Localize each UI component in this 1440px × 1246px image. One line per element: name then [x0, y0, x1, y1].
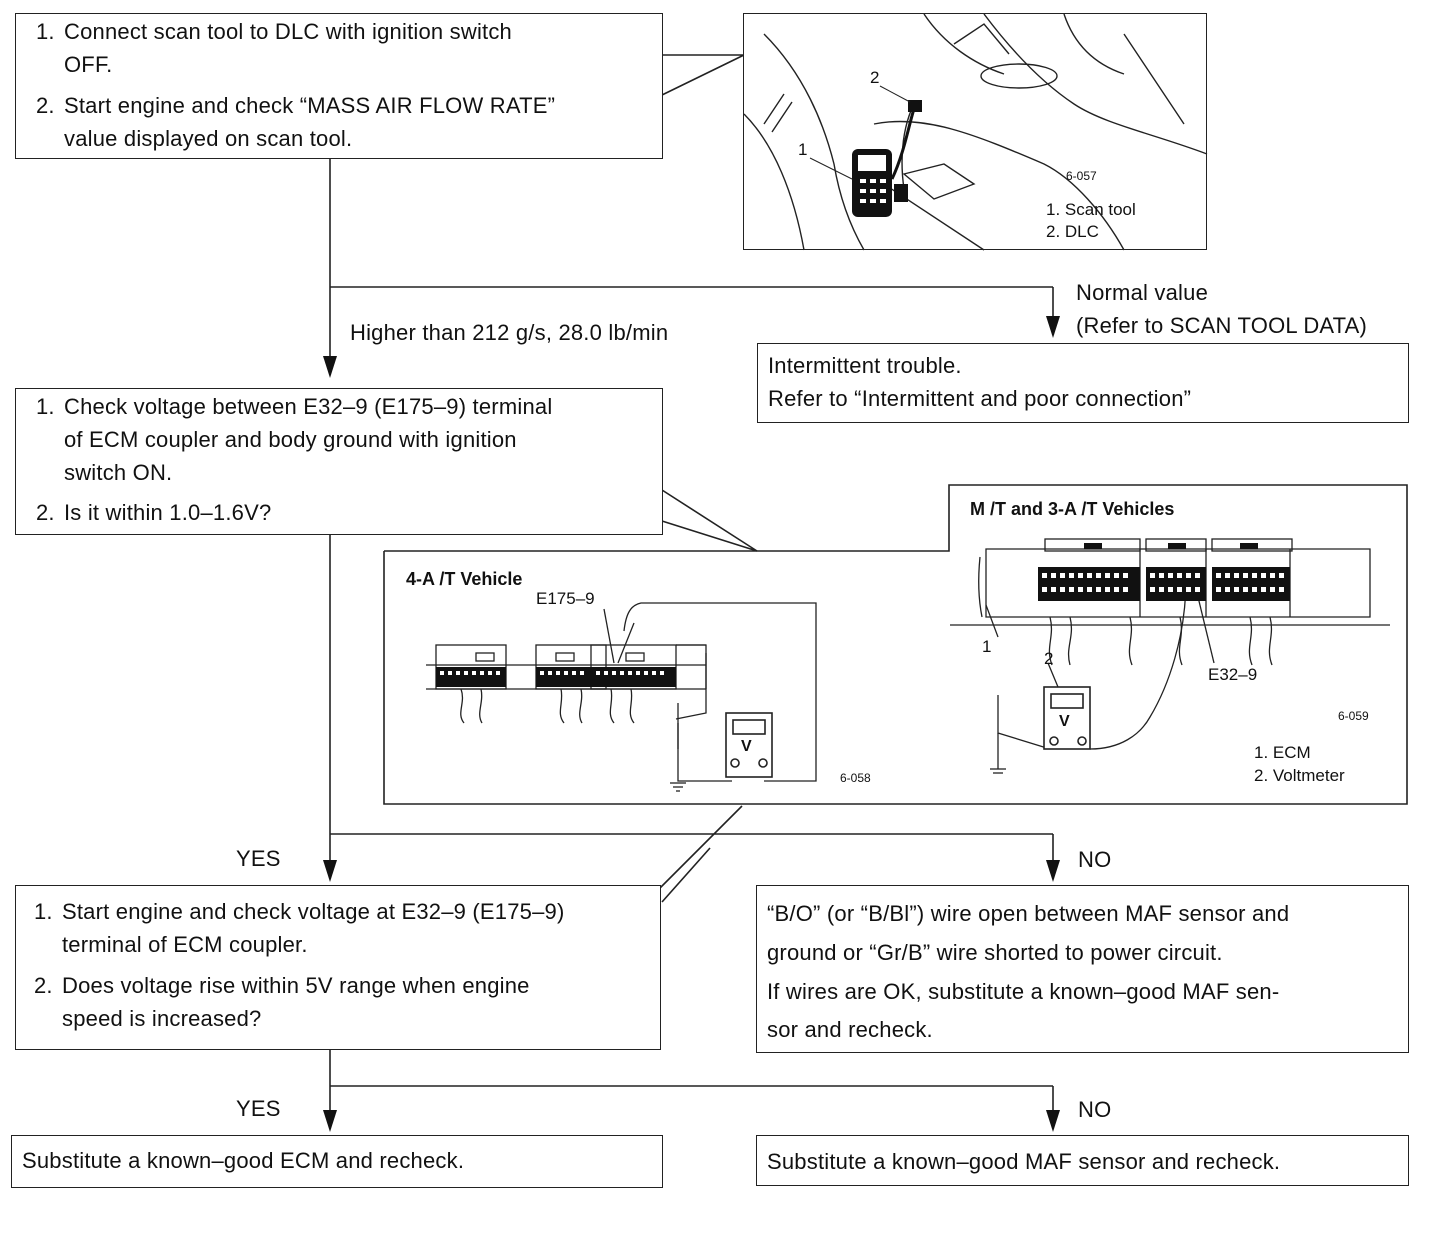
yes-label: YES [236, 1096, 281, 1121]
four-at-illustration [426, 602, 817, 792]
ecm-result-text: Substitute a known–good ECM and recheck. [22, 1148, 465, 1173]
step1-item2-text: Start engine and check “MASS AIR FLOW RA… [64, 93, 556, 118]
four-at-figure: 4-A /T Vehicle E175–9 V 6-058 [386, 553, 946, 803]
legend-voltmeter: 2. Voltmeter [1254, 766, 1345, 785]
scan-tool-illustration [744, 14, 1208, 251]
four-at-figure-code: 6-058 [840, 771, 871, 785]
step2-box: 1. Check voltage between E32–9 (E175–9) t… [15, 388, 663, 535]
dlc-callout: 2 [870, 68, 880, 87]
step1-item1-number: 1. [36, 19, 55, 44]
step3-item1-number: 1. [34, 899, 53, 924]
wire-open-instruction-cont: sor and recheck. [767, 1017, 933, 1042]
step3-box: 1. Start engine and check voltage at E32–… [15, 885, 661, 1050]
wire-open-result-box: “B/O” (or “B/Bl”) wire open between MAF … [756, 885, 1409, 1053]
four-at-terminal-label: E175–9 [536, 589, 595, 608]
voltmeter-callout: 2 [1044, 649, 1054, 668]
yes-label: YES [236, 846, 281, 871]
intermittent-result-box: Intermittent trouble. Refer to “Intermit… [757, 343, 1409, 423]
scan-tool-figure: 1 2 6-057 1. Scan tool 2. DLC [743, 13, 1208, 251]
intermittent-reference: Refer to “Intermittent and poor connecti… [768, 386, 1192, 411]
normal-value-reference: (Refer to SCAN TOOL DATA) [1076, 313, 1368, 338]
wire-open-instruction: If wires are OK, substitute a known–good… [767, 979, 1280, 1004]
higher-than-label: Higher than 212 g/s, 28.0 lb/min [350, 320, 669, 345]
step2-item2-number: 2. [36, 500, 55, 525]
no-label: NO [1078, 847, 1112, 872]
mt-figure: M /T and 3-A /T Vehicles 1 2 E32–9 V 6-0… [950, 487, 1406, 803]
step2-item1-number: 1. [36, 394, 55, 419]
step3-item2-text: Does voltage rise within 5V range when e… [62, 973, 530, 998]
step2-item1-text-cont: of ECM coupler and body ground with igni… [64, 427, 517, 452]
voltmeter-symbol: V [741, 738, 752, 755]
mt-terminal-label: E32–9 [1208, 665, 1258, 684]
wire-open-text-cont: ground or “Gr/B” wire shorted to power c… [767, 940, 1223, 965]
intermittent-text: Intermittent trouble. [768, 353, 962, 378]
legend-ecm: 1. ECM [1254, 743, 1311, 762]
step1-item2-text-cont: value displayed on scan tool. [64, 126, 353, 151]
ecm-result-box: Substitute a known–good ECM and recheck. [11, 1135, 663, 1188]
step3-item2-text-cont: speed is increased? [62, 1006, 262, 1031]
step3-item2-number: 2. [34, 973, 53, 998]
mt-figure-code: 6-059 [1338, 709, 1369, 723]
step3-item1-text-cont: terminal of ECM coupler. [62, 932, 308, 957]
maf-result-text: Substitute a known–good MAF sensor and r… [767, 1149, 1281, 1174]
voltmeter-symbol: V [1059, 713, 1070, 730]
legend-dlc: 2. DLC [1046, 222, 1099, 241]
step2-item1-text-cont2: switch ON. [64, 460, 173, 485]
mt-title: M /T and 3-A /T Vehicles [970, 499, 1175, 519]
legend-scan-tool: 1. Scan tool [1046, 200, 1136, 219]
figure-code: 6-057 [1066, 169, 1097, 183]
scan-tool-callout: 1 [798, 140, 808, 159]
mt-illustration [950, 538, 1390, 774]
step3-item1-text: Start engine and check voltage at E32–9 … [62, 899, 565, 924]
step2-item2-text: Is it within 1.0–1.6V? [64, 500, 272, 525]
no-label: NO [1078, 1097, 1112, 1122]
step1-item2-number: 2. [36, 93, 55, 118]
step2-item1-text: Check voltage between E32–9 (E175–9) ter… [64, 394, 553, 419]
step1-item1-text-cont: OFF. [64, 52, 113, 77]
step1-box: 1. Connect scan tool to DLC with ignition… [15, 13, 663, 159]
wire-open-text: “B/O” (or “B/Bl”) wire open between MAF … [767, 901, 1290, 926]
maf-result-box: Substitute a known–good MAF sensor and r… [756, 1135, 1409, 1186]
normal-value-label: Normal value [1076, 280, 1209, 305]
step1-item1-text: Connect scan tool to DLC with ignition s… [64, 19, 512, 44]
ecm-callout: 1 [982, 637, 992, 656]
four-at-title: 4-A /T Vehicle [406, 569, 523, 589]
